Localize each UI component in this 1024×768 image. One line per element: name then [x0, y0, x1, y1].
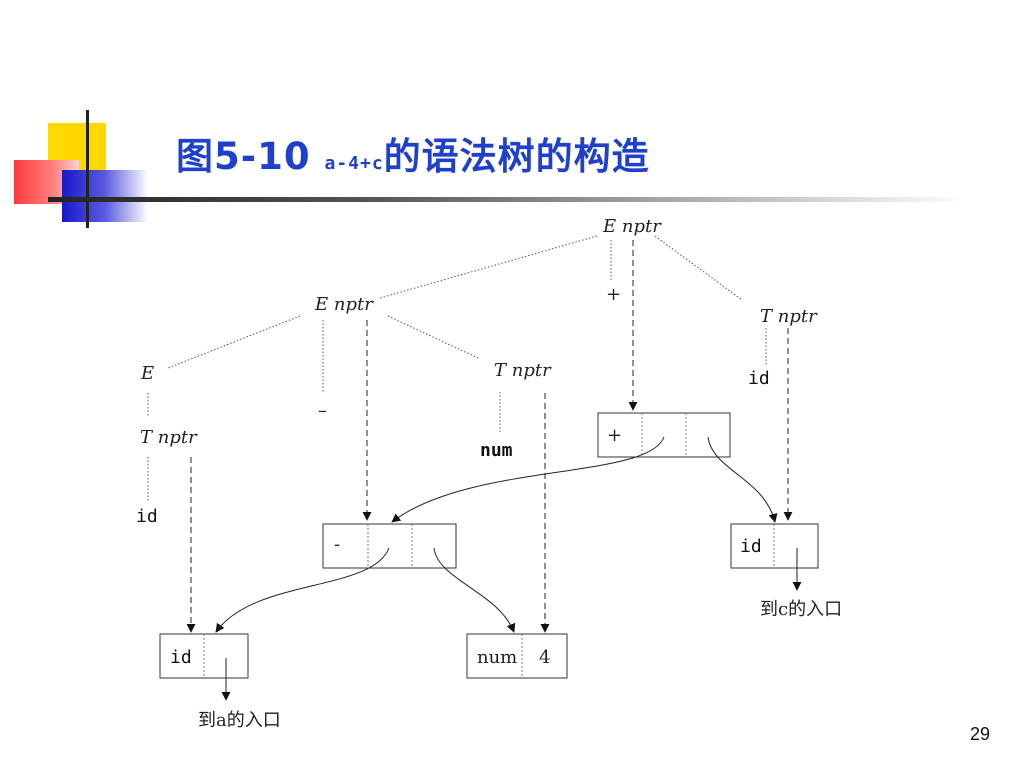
page-number: 29 [969, 724, 990, 744]
label-id-right: id [748, 368, 770, 389]
id-c-node-label: id [740, 536, 762, 557]
title-prefix: 图5-10 [176, 135, 325, 178]
num-node-box [466, 633, 568, 679]
label-minus-sign: – [318, 400, 327, 421]
id-a-node-label: id [170, 647, 192, 668]
decor-blue-square [62, 170, 148, 222]
caption-entry-a: 到a的入口 [198, 710, 281, 731]
edge-root-left [379, 235, 598, 299]
caption-entry-c: 到c的入口 [760, 599, 842, 620]
decor-vertical-line [86, 110, 89, 228]
plus-right-to-id-c [707, 436, 778, 523]
edge-left-e [167, 315, 301, 369]
minus-right-to-num [433, 547, 516, 633]
num-node-value: 4 [539, 647, 550, 668]
plus-left-to-minus [391, 436, 665, 523]
parse-tree-edges [147, 235, 767, 502]
child-pointers [215, 436, 802, 701]
label-left-e: E nptr [314, 294, 374, 315]
label-e-leaf: E [140, 363, 154, 384]
plus-node-label: + [607, 425, 622, 446]
title-suffix: 的语法树的构造 [383, 135, 650, 178]
title-expression: a-4+c [324, 153, 384, 174]
edge-root-right [654, 235, 743, 301]
plus-node-box [597, 412, 731, 458]
minus-node-box [322, 523, 457, 569]
title-underline [48, 197, 968, 202]
label-num-leaf: num [480, 440, 513, 461]
slide-title: 图5-10 a-4+c的语法树的构造 [176, 126, 650, 180]
label-id-left: id [136, 506, 158, 527]
label-left-t: T nptr [140, 427, 198, 448]
node-dividers [203, 413, 775, 678]
label-root: E nptr [602, 216, 662, 237]
node-boxes [159, 412, 819, 679]
label-plus-sign: + [606, 284, 621, 305]
minus-left-to-id-a [215, 547, 390, 633]
minus-node-label: - [334, 534, 340, 555]
edge-left-t [387, 315, 479, 359]
nptr-arrows [186, 240, 793, 633]
label-mid-t: T nptr [494, 360, 552, 381]
num-node-label: num [477, 647, 517, 668]
label-right-t: T nptr [760, 306, 818, 327]
